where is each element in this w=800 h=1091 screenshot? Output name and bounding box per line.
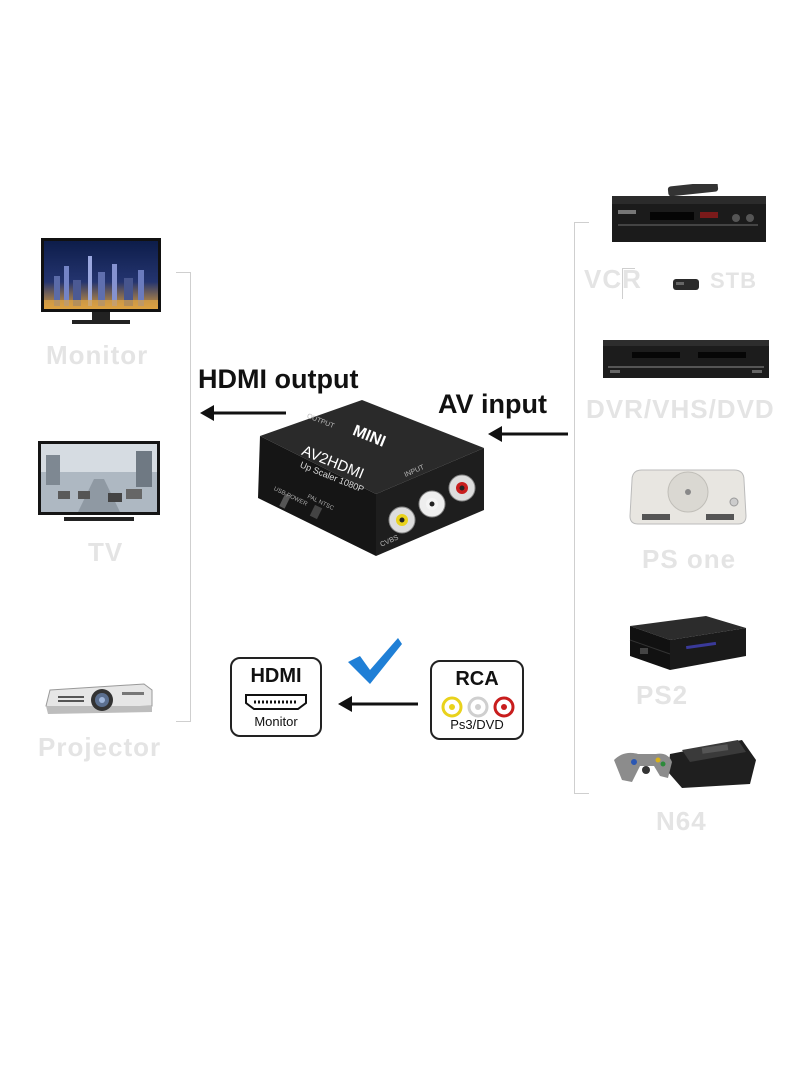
hdmi-monitor-box: HDMI Monitor <box>230 657 322 737</box>
tv-label: TV <box>88 537 124 567</box>
projector-image <box>44 676 156 720</box>
n64-label: N64 <box>656 806 707 836</box>
stb-label: STB <box>710 268 757 293</box>
av2hdmi-adapter <box>252 398 486 558</box>
n64-image <box>610 732 758 794</box>
projector-label: Projector <box>38 732 162 762</box>
hdmi-box-subtitle: Monitor <box>254 714 298 729</box>
vcr-label: VCR <box>584 264 642 294</box>
ps2-image <box>626 612 748 674</box>
monitor-image <box>40 236 162 328</box>
ps2-label: PS2 <box>636 680 689 710</box>
rca-box-title: RCA <box>455 668 499 690</box>
left-arrow <box>198 403 288 423</box>
middle-arrow <box>336 694 420 714</box>
rca-box: RCA Ps3/DVD <box>430 660 524 740</box>
hdmi-port-icon <box>244 693 308 711</box>
tv-image <box>38 441 160 523</box>
right-bracket <box>574 222 589 794</box>
dvr-vhs-dvd-label: DVR/VHS/DVD <box>586 394 775 424</box>
hdmi-box-title: HDMI <box>250 665 302 687</box>
checkmark-icon <box>346 636 404 686</box>
left-bracket <box>176 272 191 722</box>
stb-bracket <box>622 268 635 299</box>
monitor-label: Monitor <box>46 340 149 370</box>
vcr-image <box>610 181 768 246</box>
ps-one-image <box>626 466 750 528</box>
dvr-vhs-dvd-image <box>602 338 770 382</box>
hdmi-output-label: HDMI output <box>198 364 359 394</box>
stb-image <box>672 276 700 292</box>
ps-one-label: PS one <box>642 544 737 574</box>
rca-plugs-icon <box>438 696 518 718</box>
rca-box-subtitle: Ps3/DVD <box>450 717 504 732</box>
right-to-left-arrow <box>486 424 570 444</box>
av-input-label: AV input <box>438 389 547 419</box>
